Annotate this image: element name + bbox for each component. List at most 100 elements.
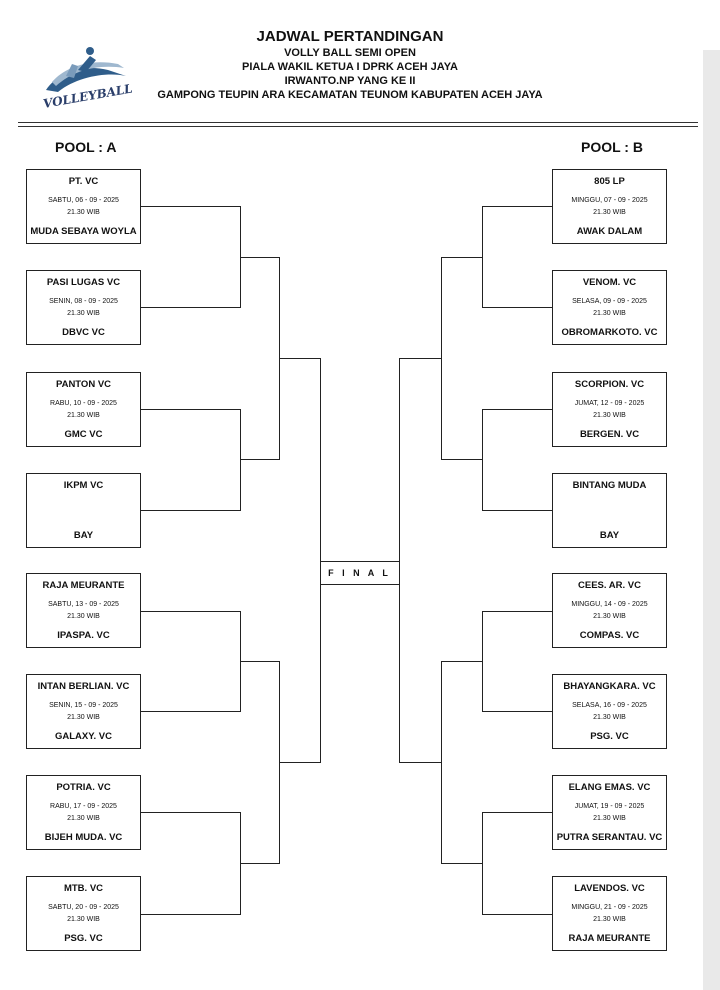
match-team-home: SCORPION. VC: [574, 379, 645, 390]
bracket-line: [482, 409, 552, 410]
pool-a-match-1: PT. VC SABTU, 06 - 09 - 2025 21.30 WIB M…: [26, 169, 141, 244]
match-date: SABTU, 06 - 09 - 2025: [48, 197, 119, 204]
bracket-line: [482, 711, 552, 712]
match-time: 21.30 WIB: [593, 916, 626, 923]
match-team-home: 805 LP: [594, 176, 625, 187]
match-team-away: BERGEN. VC: [579, 429, 640, 440]
bracket-line: [482, 611, 552, 612]
bracket-line: [240, 257, 279, 258]
match-date: SABTU, 20 - 09 - 2025: [48, 904, 119, 911]
header-line-4: GAMPONG TEUPIN ARA KECAMATAN TEUNOM KABU…: [157, 89, 543, 101]
bracket-line: [399, 358, 400, 763]
pool-a-match-3: PANTON VC RABU, 10 - 09 - 2025 21.30 WIB…: [26, 372, 141, 447]
match-team-away: BAY: [599, 530, 620, 541]
match-team-away: PSG. VC: [590, 731, 629, 742]
pool-a-match-5: RAJA MEURANTE SABTU, 13 - 09 - 2025 21.3…: [26, 573, 141, 648]
match-team-home: PANTON VC: [55, 379, 112, 390]
pool-b-match-7: ELANG EMAS. VC JUMAT, 19 - 09 - 2025 21.…: [552, 775, 667, 850]
bracket-line: [141, 206, 240, 207]
pool-b-match-4: BINTANG MUDA BAY: [552, 473, 667, 548]
bracket-line: [141, 914, 240, 915]
bracket-line: [441, 257, 482, 258]
match-time: 21.30 WIB: [67, 412, 100, 419]
page-header: JADWAL PERTANDINGAN VOLLY BALL SEMI OPEN…: [150, 28, 550, 102]
bracket-line: [482, 812, 483, 915]
match-time: 21.30 WIB: [67, 310, 100, 317]
match-date: SABTU, 13 - 09 - 2025: [48, 601, 119, 608]
bracket-line: [441, 257, 442, 460]
bracket-line: [482, 510, 552, 511]
pool-a-match-8: MTB. VC SABTU, 20 - 09 - 2025 21.30 WIB …: [26, 876, 141, 951]
match-team-away: IPASPA. VC: [57, 630, 110, 641]
match-time: 21.30 WIB: [593, 613, 626, 620]
bracket-line: [141, 510, 240, 511]
match-time: 21.30 WIB: [67, 714, 100, 721]
bracket-line: [279, 358, 320, 359]
match-team-away: PUTRA SERANTAU. VC: [556, 832, 663, 843]
bracket-line: [240, 863, 279, 864]
match-team-home: PT. VC: [68, 176, 99, 187]
match-date: SENIN, 08 - 09 - 2025: [49, 298, 118, 305]
match-team-away: PSG. VC: [64, 933, 103, 944]
pool-a-match-2: PASI LUGAS VC SENIN, 08 - 09 - 2025 21.3…: [26, 270, 141, 345]
match-time: 21.30 WIB: [67, 613, 100, 620]
match-team-away: AWAK DALAM: [576, 226, 643, 237]
match-time: 21.30 WIB: [593, 209, 626, 216]
match-team-away: GMC VC: [64, 429, 103, 440]
bracket-line: [482, 914, 552, 915]
match-time: 21.30 WIB: [593, 714, 626, 721]
bracket-line: [482, 409, 483, 511]
match-date: RABU, 17 - 09 - 2025: [50, 803, 117, 810]
match-team-home: IKPM VC: [63, 480, 104, 491]
match-date: JUMAT, 12 - 09 - 2025: [574, 400, 645, 407]
header-line-2: PIALA WAKIL KETUA I DPRK ACEH JAYA: [242, 61, 458, 73]
match-team-home: MTB. VC: [63, 883, 104, 894]
match-team-home: BINTANG MUDA: [572, 480, 647, 491]
match-time: 21.30 WIB: [593, 412, 626, 419]
match-date: MINGGU, 14 - 09 - 2025: [571, 601, 648, 608]
match-date: RABU, 10 - 09 - 2025: [50, 400, 117, 407]
pool-a-match-4: IKPM VC BAY: [26, 473, 141, 548]
bracket-line: [279, 762, 320, 763]
match-team-away: MUDA SEBAYA WOYLA: [30, 226, 137, 237]
match-team-away: GALAXY. VC: [54, 731, 112, 742]
bracket-line: [399, 358, 441, 359]
bracket-line: [240, 661, 279, 662]
bracket-line: [482, 307, 552, 308]
match-team-away: OBROMARKOTO. VC: [561, 327, 658, 338]
pool-b-match-1: 805 LP MINGGU, 07 - 09 - 2025 21.30 WIB …: [552, 169, 667, 244]
bracket-line: [441, 661, 482, 662]
header-divider-bottom: [18, 126, 698, 127]
match-date: MINGGU, 21 - 09 - 2025: [571, 904, 648, 911]
match-team-home: VENOM. VC: [582, 277, 637, 288]
pool-b-match-3: SCORPION. VC JUMAT, 12 - 09 - 2025 21.30…: [552, 372, 667, 447]
bracket-line: [441, 459, 482, 460]
bracket-line: [320, 358, 321, 763]
match-time: 21.30 WIB: [67, 815, 100, 822]
bracket-line: [141, 611, 240, 612]
bracket-line: [240, 459, 279, 460]
bracket-line: [141, 812, 240, 813]
match-team-home: RAJA MEURANTE: [42, 580, 125, 591]
header-divider-top: [18, 122, 698, 123]
pool-b-match-6: BHAYANGKARA. VC SELASA, 16 - 09 - 2025 2…: [552, 674, 667, 749]
match-team-home: LAVENDOS. VC: [574, 883, 645, 894]
match-team-away: COMPAS. VC: [579, 630, 640, 641]
final-label: F I N A L: [320, 561, 399, 585]
match-team-home: ELANG EMAS. VC: [568, 782, 651, 793]
match-date: SELASA, 16 - 09 - 2025: [572, 702, 647, 709]
pool-a-label: POOL : A: [55, 139, 117, 155]
page-title: JADWAL PERTANDINGAN: [256, 28, 444, 45]
page-edge-shadow: [703, 50, 720, 990]
pool-b-match-5: CEES. AR. VC MINGGU, 14 - 09 - 2025 21.3…: [552, 573, 667, 648]
match-date: MINGGU, 07 - 09 - 2025: [571, 197, 648, 204]
match-team-home: BHAYANGKARA. VC: [563, 681, 656, 692]
bracket-line: [141, 409, 240, 410]
match-time: 21.30 WIB: [593, 815, 626, 822]
bracket-line: [141, 711, 240, 712]
match-team-home: PASI LUGAS VC: [46, 277, 121, 288]
pool-a-match-7: POTRIA. VC RABU, 17 - 09 - 2025 21.30 WI…: [26, 775, 141, 850]
match-date: SENIN, 15 - 09 - 2025: [49, 702, 118, 709]
match-team-home: INTAN BERLIAN. VC: [37, 681, 130, 692]
volleyball-logo: VOLLEYBALL: [42, 47, 134, 111]
